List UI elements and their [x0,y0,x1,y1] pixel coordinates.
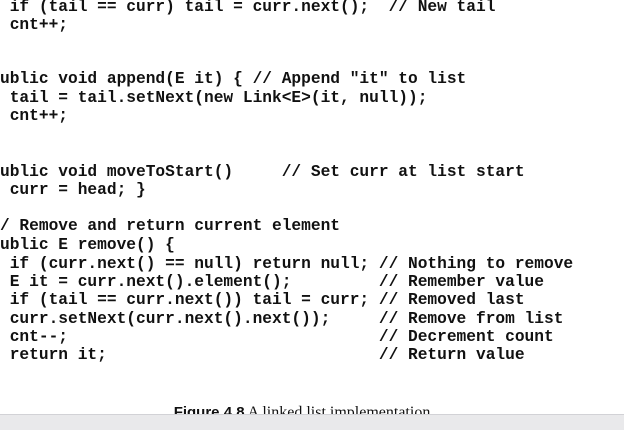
code-line: if (tail == curr) tail = curr.next(); //… [0,0,496,16]
code-line: cnt--; // Decrement count [0,328,554,346]
code-line: tail = tail.setNext(new Link<E>(it, null… [0,89,428,107]
code-line: E it = curr.next().element(); // Remembe… [0,273,544,291]
code-line: if (tail == curr.next()) tail = curr; //… [0,291,525,309]
code-line: ublic E remove() { [0,236,175,254]
code-line: return it; // Return value [0,346,525,364]
viewer-bottom-bar [0,414,624,430]
code-line: curr = head; } [0,181,146,199]
code-line: cnt++; [0,16,68,34]
code-line: ublic void append(E it) { // Append "it"… [0,70,467,88]
code-line: if (curr.next() == null) return null; //… [0,255,574,273]
code-line: cnt++; [0,107,68,125]
code-line: / Remove and return current element [0,217,340,235]
code-line: ublic void moveToStart() // Set curr at … [0,163,525,181]
code-line: curr.setNext(curr.next().next()); // Rem… [0,310,564,328]
